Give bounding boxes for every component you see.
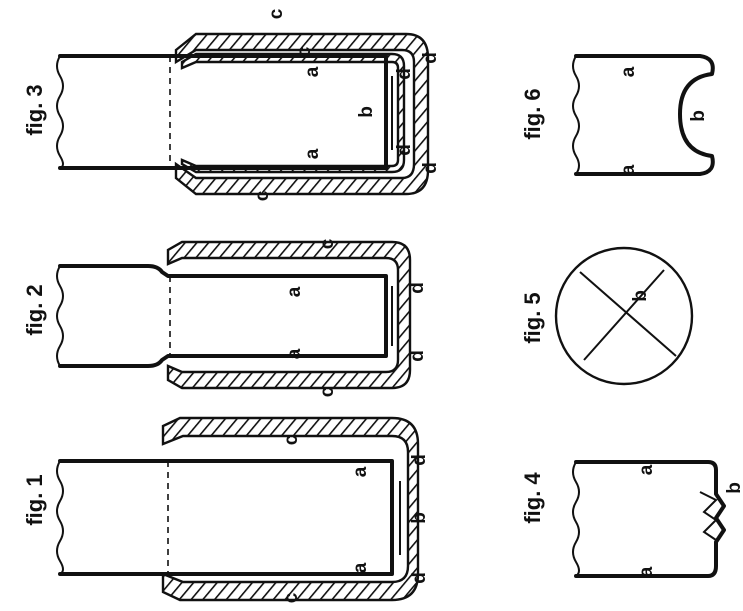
figure-2-label-a-top: a <box>284 286 305 297</box>
figure-1-label-a-top: a <box>350 466 371 477</box>
figure-1-tube-wall <box>58 459 394 576</box>
figure-2-title: fig. 2 <box>22 284 47 335</box>
figure-3-label-d-bottom: d <box>420 162 441 174</box>
figure-4-break-line <box>572 461 580 577</box>
figure-2: fig. 2 a a c c d d <box>22 238 428 397</box>
figure-3-label-d-top: d <box>420 52 441 64</box>
figure-3-label-b: b <box>356 106 377 118</box>
figure-2-break-line <box>56 265 64 367</box>
figure-5: fig. 5 b <box>520 246 694 386</box>
figure-1-break-line <box>56 460 64 575</box>
figure-6-break-line <box>572 55 580 175</box>
figure-3-inner-cap <box>180 52 406 174</box>
figure-1-label-a-bottom: a <box>350 562 371 573</box>
figure-5-cap-end-view <box>554 246 694 386</box>
figure-5-slit-2 <box>583 269 665 361</box>
figure-4-label-a-bottom: a <box>636 566 657 577</box>
figure-2-label-c-top: c <box>317 238 338 249</box>
figure-6: fig. 6 a a b <box>520 54 715 176</box>
figure-6-tube-wall <box>574 54 715 176</box>
figure-1-cap-sleeve <box>161 416 420 602</box>
figure-3: fig. 3 c c a a b d d d d c <box>22 8 441 201</box>
figure-4-label-a-top: a <box>636 464 657 475</box>
figure-2-label-d-top: d <box>407 282 428 294</box>
figure-6-label-a-bottom: a <box>618 164 639 175</box>
figure-2-label-c-bottom: c <box>317 386 338 397</box>
figure-1: fig. 1 c a a b d d c <box>22 416 430 603</box>
figure-2-cap-sleeve <box>166 240 412 390</box>
figure-5-slit-1 <box>579 271 677 357</box>
figure-3-tube-wall <box>58 54 388 170</box>
figure-3-break-line <box>56 55 64 169</box>
figure-1-label-c-top: c <box>281 434 302 445</box>
figure-1-title: fig. 1 <box>22 474 47 525</box>
figure-3-label-d-inner-top: d <box>394 68 415 80</box>
figure-3-label-d-inner-bottom: d <box>394 144 415 156</box>
figure-3-label-c-bottom: c <box>252 190 273 201</box>
figure-3-outer-cap <box>174 32 430 196</box>
figure-6-label-b: b <box>688 110 709 122</box>
figure-1-label-c-bottom: c <box>281 592 302 603</box>
figure-1-label-d-top: d <box>409 454 430 466</box>
figure-3-label-c-top: c <box>266 8 287 19</box>
figure-5-label-b: b <box>630 290 651 302</box>
figure-6-label-a-top: a <box>618 66 639 77</box>
figure-2-label-a-bottom: a <box>284 348 305 359</box>
figure-3-label-a-top: a <box>302 66 323 77</box>
figure-2-label-d-bottom: d <box>407 350 428 362</box>
figure-4: fig. 4 a a b <box>520 460 743 578</box>
figure-1-label-d-bottom: d <box>409 572 430 584</box>
figure-4-title: fig. 4 <box>520 472 545 524</box>
figure-4-tube-wall <box>574 460 726 578</box>
figure-5-title: fig. 5 <box>520 292 545 343</box>
figure-3-label-c-inner: c <box>294 46 315 57</box>
figure-1-label-b: b <box>409 512 430 524</box>
figure-2-tube-wall <box>58 264 388 368</box>
figure-6-title: fig. 6 <box>520 88 545 139</box>
figure-4-bellows <box>699 491 718 541</box>
figure-4-label-b: b <box>724 482 743 494</box>
figure-3-title: fig. 3 <box>22 84 47 135</box>
figure-3-label-a-bottom: a <box>302 148 323 159</box>
